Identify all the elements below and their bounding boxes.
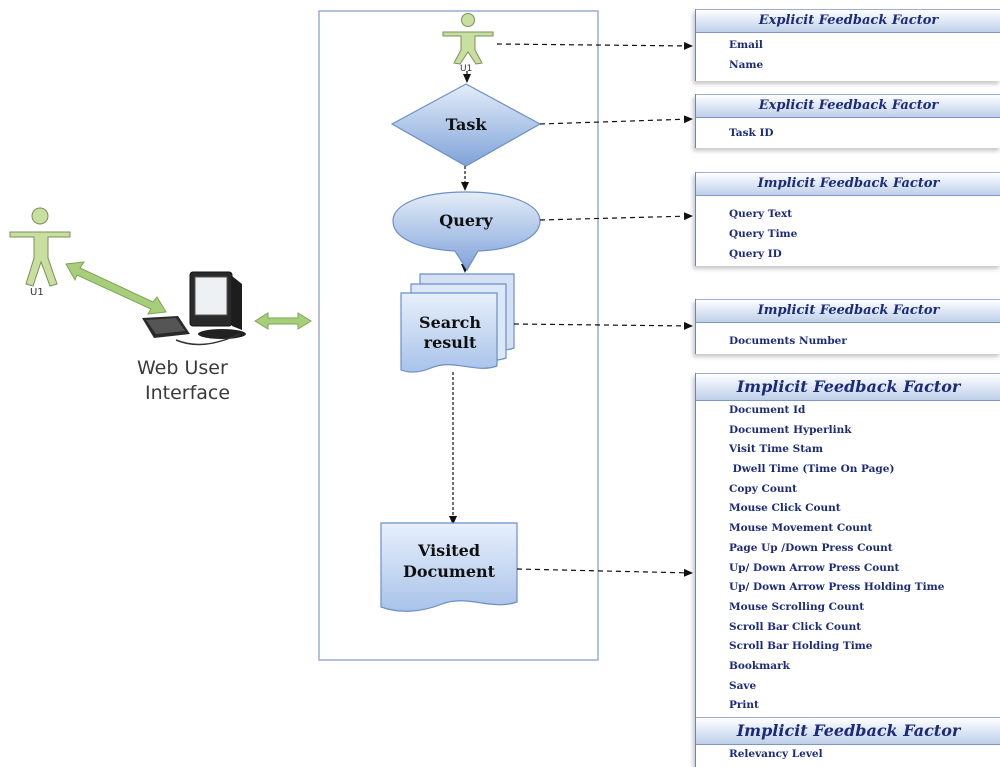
factor-item-document-id: Document Id: [729, 404, 806, 416]
factor-header: Explicit Feedback Factor: [696, 94, 1000, 118]
query-shape: [392, 191, 541, 272]
query-label: Query: [439, 211, 493, 230]
factor-item-relevancy-level: Relevancy Level: [729, 748, 823, 760]
factor-item-mouse-click-count: Mouse Click Count: [729, 502, 841, 515]
search-result-shape: [400, 273, 515, 373]
factor-item-query-id: Query ID: [729, 248, 782, 260]
factor-item-save: Save: [729, 679, 757, 692]
arrow-visited-to-factors: [516, 568, 693, 577]
visited-document-label-line1: Visited: [417, 541, 480, 560]
factor-box-visited-document: Implicit Feedback Factor Document Id Doc…: [695, 373, 1000, 767]
search-result-label-line1: Search: [419, 313, 481, 332]
left-user-label: U1: [30, 287, 44, 298]
arrow-user-to-factors: [496, 41, 693, 50]
factor-box-query: Implicit Feedback Factor Query Text Quer…: [695, 172, 1000, 266]
factor-item-print: Print: [729, 699, 759, 712]
factor-item-visit-time: Visit Time Stam: [729, 443, 823, 456]
web-ui-label-line2: Interface: [145, 382, 230, 404]
factor-item-copy-count: Copy Count: [729, 482, 797, 495]
search-result-label-line2: result: [424, 333, 477, 352]
user-computer-double-arrow: [65, 261, 167, 315]
arrow-results-to-factors: [513, 321, 693, 330]
factor-item-arrow-holding-time: Up/ Down Arrow Press Holding Time: [729, 581, 945, 594]
factor-item-arrow-press-count: Up/ Down Arrow Press Count: [729, 561, 900, 574]
factor-item-scroll-bar-click-count: Scroll Bar Click Count: [729, 620, 862, 633]
computer-panel-double-arrow: [254, 312, 312, 330]
factor-header-relevancy: Implicit Feedback Factor: [696, 717, 1000, 745]
factor-header: Implicit Feedback Factor: [696, 172, 1000, 196]
web-ui-label-line1: Web User: [137, 357, 228, 379]
factor-item-scroll-bar-holding-time: Scroll Bar Holding Time: [729, 640, 873, 653]
factor-item-task-id: Task ID: [729, 127, 774, 139]
factor-item-name: Name: [729, 59, 764, 71]
factor-item-page-up-down-count: Page Up /Down Press Count: [729, 541, 893, 554]
factor-item-email: Email: [729, 39, 763, 51]
visited-document-shape: [380, 522, 518, 612]
left-user-icon: [9, 207, 71, 287]
factor-item-query-text: Query Text: [729, 208, 793, 220]
flow-user-icon: [442, 13, 494, 65]
factor-item-mouse-scrolling-count: Mouse Scrolling Count: [729, 600, 865, 613]
factor-header: Implicit Feedback Factor: [696, 373, 1000, 401]
flow-user-label: U1: [460, 64, 472, 74]
factor-box-user: Explicit Feedback Factor Email Name: [695, 9, 1000, 81]
factor-item-mouse-movement-count: Mouse Movement Count: [729, 522, 873, 535]
visited-document-label-line2: Document: [403, 562, 496, 581]
task-decision-shape: [390, 83, 542, 167]
task-label: Task: [446, 115, 488, 134]
arrow-task-to-factors: [539, 115, 693, 125]
computer-icon: [142, 271, 246, 346]
factor-header: Implicit Feedback Factor: [696, 299, 1000, 323]
factor-item-dwell-time: Dwell Time (Time On Page): [729, 463, 895, 476]
factor-box-task: Explicit Feedback Factor Task ID: [695, 94, 1000, 148]
factor-header: Explicit Feedback Factor: [696, 9, 1000, 33]
factor-item-query-time: Query Time: [729, 228, 798, 240]
arrow-query-to-factors: [539, 212, 693, 221]
factor-item-documents-number: Documents Number: [729, 335, 847, 347]
factor-box-search-results: Implicit Feedback Factor Documents Numbe…: [695, 299, 1000, 354]
factor-item-document-hyperlink: Document Hyperlink: [729, 423, 852, 436]
factor-item-bookmark: Bookmark: [729, 659, 790, 672]
